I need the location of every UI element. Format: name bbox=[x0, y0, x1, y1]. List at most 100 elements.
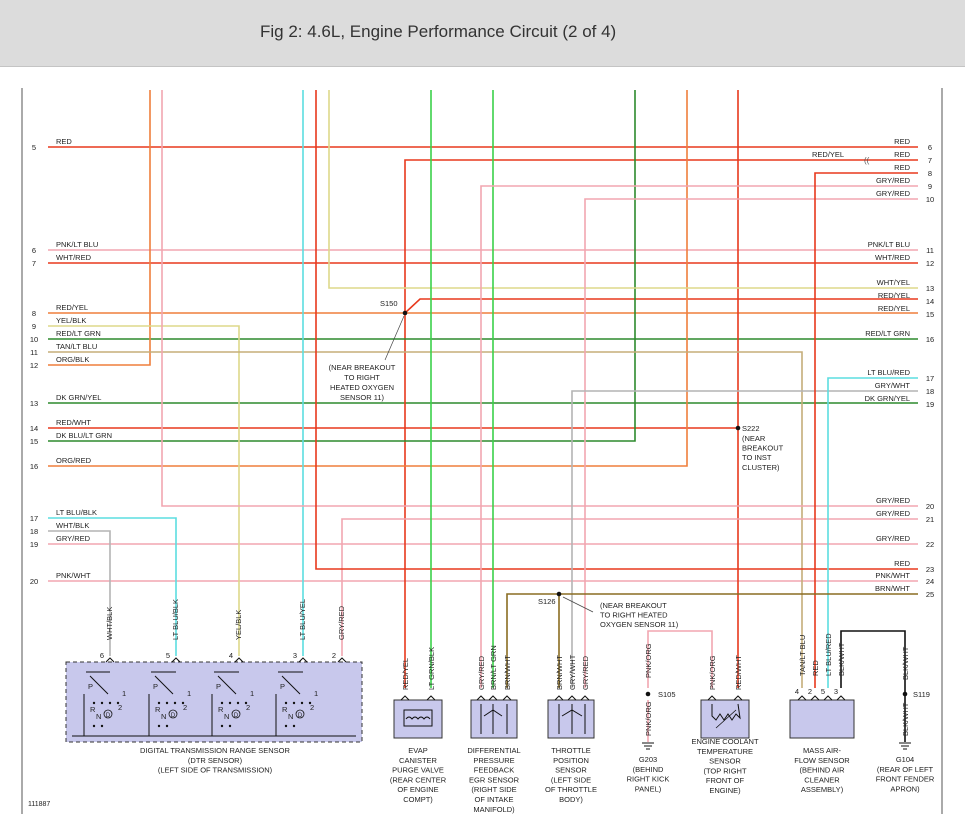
dtr-letter: D bbox=[106, 713, 111, 719]
right-pin-label: RED/YEL bbox=[878, 304, 910, 313]
ect-thermistor bbox=[711, 703, 741, 721]
maf-wire-label: LT BLU/RED bbox=[824, 633, 833, 676]
maf-wire-label: RED bbox=[811, 660, 820, 676]
g104-caption-line: (REAR OF LEFT bbox=[877, 765, 934, 774]
tps-wire-label: GRY/WHT bbox=[568, 654, 577, 690]
connector-pin bbox=[426, 695, 436, 701]
right-pin-label: GRY/RED bbox=[876, 176, 911, 185]
dtr-wire-label: LT BLU/YEL bbox=[298, 599, 307, 640]
connector-pin bbox=[733, 695, 743, 701]
right-pin-number: 22 bbox=[926, 540, 934, 549]
figure-title: Fig 2: 4.6L, Engine Performance Circuit … bbox=[260, 22, 617, 41]
dtr-wire-label: WHT/BLK bbox=[105, 607, 114, 640]
dtr-letter: R bbox=[90, 705, 96, 714]
right-pin-number: 17 bbox=[926, 374, 934, 383]
tps-caption-line: SENSOR bbox=[555, 766, 587, 775]
dtr-letter: 2 bbox=[118, 703, 122, 712]
dtr-contact bbox=[157, 701, 161, 705]
splice-s119-dot bbox=[902, 691, 908, 697]
g104-wire-label: BLK/WHT bbox=[901, 702, 910, 736]
connector-pin bbox=[400, 695, 410, 701]
right-pin-number: 8 bbox=[928, 169, 932, 178]
g104-caption-line: APRON) bbox=[890, 784, 920, 793]
connector-pin bbox=[234, 657, 244, 663]
ect-caption-line: TEMPERATURE bbox=[697, 747, 753, 756]
right-pin-number: 14 bbox=[926, 297, 934, 306]
left-pin-number: 7 bbox=[32, 259, 36, 268]
tps-caption-line: (LEFT SIDE bbox=[551, 775, 591, 784]
splice-s222-note: BREAKOUT bbox=[742, 444, 784, 453]
left-pin-label: ORG/RED bbox=[56, 456, 92, 465]
dtr-contact bbox=[108, 701, 112, 705]
dtr-drive-circle bbox=[295, 709, 305, 719]
splice-s222-label: S222 bbox=[742, 424, 760, 433]
dtr-pin-number: 3 bbox=[293, 651, 297, 660]
maf-wire-label: BLK/WHT bbox=[837, 642, 846, 676]
ect-caption-line: SENSOR bbox=[709, 757, 741, 766]
tps-caption-line: OF THROTTLE bbox=[545, 785, 597, 794]
dtr-letter: D bbox=[298, 713, 303, 719]
splice-s126-leader bbox=[562, 596, 594, 613]
dtr-letter: N bbox=[224, 712, 229, 721]
g203-wire-label: PNK/ORG bbox=[644, 643, 653, 678]
dpfe-caption-line: (RIGHT SIDE bbox=[471, 785, 516, 794]
left-pin-number: 12 bbox=[30, 361, 38, 370]
splice-s150-label: S150 bbox=[380, 299, 398, 308]
left-pin-label: ORG/BLK bbox=[56, 355, 89, 364]
left-pin-label: YEL/BLK bbox=[56, 316, 86, 325]
evap-caption-line: COMPT) bbox=[403, 795, 433, 804]
splice-s222-dot bbox=[735, 425, 741, 431]
connector-pin bbox=[476, 695, 486, 701]
left-pin-number: 6 bbox=[32, 246, 36, 255]
maf-pin-number: 3 bbox=[834, 687, 838, 696]
connector-pin bbox=[836, 695, 846, 701]
connector-pin bbox=[298, 657, 308, 663]
right-pin-number: 10 bbox=[926, 195, 934, 204]
wire-label-red-yel: RED/YEL bbox=[812, 150, 844, 159]
maf-pin-number: 2 bbox=[808, 687, 812, 696]
dtr-contact bbox=[308, 701, 312, 705]
dtr-drive-circle bbox=[103, 709, 113, 719]
dtr-contact bbox=[220, 724, 224, 728]
dtr-letter: 1 bbox=[122, 689, 126, 698]
right-pin-label: GRY/WHT bbox=[875, 381, 911, 390]
left-pin-label: RED bbox=[56, 137, 72, 146]
right-pin-number: 16 bbox=[926, 335, 934, 344]
maf-pin-number: 5 bbox=[821, 687, 825, 696]
dtr-contact bbox=[284, 701, 288, 705]
right-pin-number: 19 bbox=[926, 400, 934, 409]
maf-caption-line: CLEANER bbox=[804, 775, 840, 784]
left-pin-label: TAN/LT BLU bbox=[56, 342, 97, 351]
splice-dots bbox=[402, 310, 908, 697]
evap-caption-line: CANISTER bbox=[399, 756, 438, 765]
dpfe-potentiometer bbox=[480, 704, 508, 734]
dtr-letter: R bbox=[218, 705, 224, 714]
dtr-pin-number: 5 bbox=[166, 651, 170, 660]
dpfe-caption-line: EGR SENSOR bbox=[469, 775, 520, 784]
evap-caption-line: OF ENGINE bbox=[397, 785, 438, 794]
g203-caption-line: PANEL) bbox=[635, 784, 662, 793]
left-pin-number: 8 bbox=[32, 309, 36, 318]
left-pin-number: 15 bbox=[30, 437, 38, 446]
dtr-contact bbox=[244, 701, 248, 705]
dtr-contact bbox=[92, 724, 96, 728]
wire-wht-yel bbox=[328, 90, 918, 289]
connector-pin bbox=[105, 657, 115, 663]
left-pin-number: 14 bbox=[30, 424, 38, 433]
splice-s222-note: CLUSTER) bbox=[742, 463, 780, 472]
dpfe-caption-line: PRESSURE bbox=[473, 756, 514, 765]
evap-caption-line: EVAP bbox=[408, 746, 427, 755]
wire-gry-red-20 bbox=[161, 90, 918, 507]
right-pin-number: 18 bbox=[926, 387, 934, 396]
right-pin-label: RED/YEL bbox=[878, 291, 910, 300]
wire-tan-ltblu bbox=[48, 351, 803, 688]
ground-symbol-g203 bbox=[642, 742, 654, 750]
dpfe-wire-label: GRY/RED bbox=[477, 655, 486, 690]
wire-pnk-org bbox=[647, 630, 713, 688]
wire-wht-blk bbox=[48, 530, 111, 656]
wire-org-blk bbox=[48, 90, 151, 366]
connector-pin bbox=[797, 695, 807, 701]
dtr-drive-circle bbox=[168, 709, 178, 719]
